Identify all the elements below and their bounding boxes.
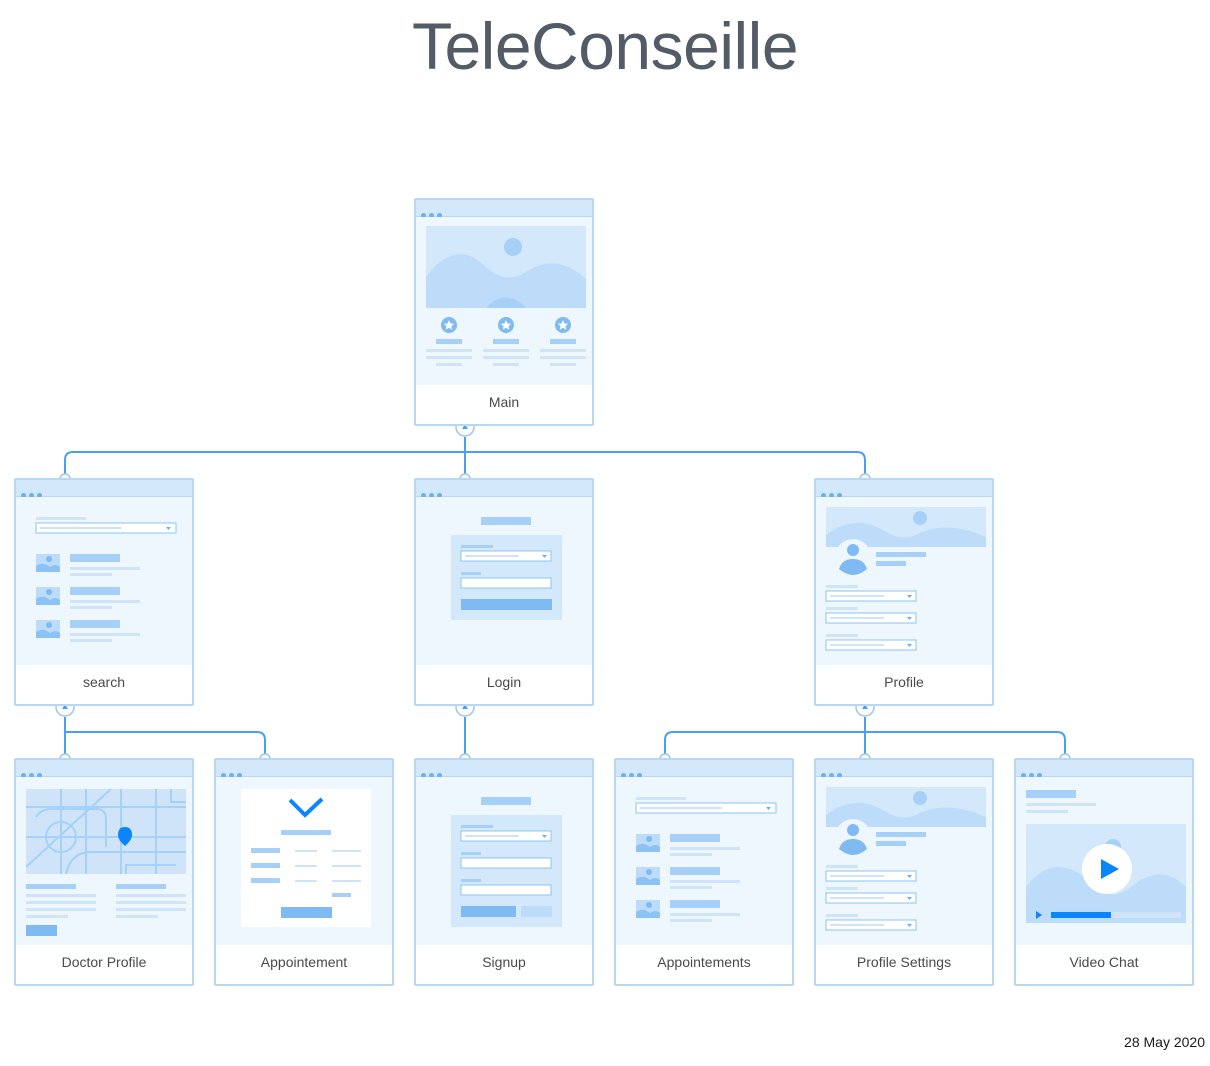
landing-wireframe: [416, 217, 592, 385]
window-dots-icon: [21, 485, 45, 503]
diagram-title: TeleConseille: [411, 9, 799, 83]
window-dots-icon: [821, 485, 845, 503]
node-label: Main: [488, 394, 520, 410]
node-login[interactable]: Login: [414, 478, 594, 706]
node-label: Appointement: [260, 954, 348, 970]
node-label: Video Chat: [1069, 954, 1139, 970]
window-dots-icon: [221, 765, 245, 783]
list-wireframe: [16, 497, 192, 665]
edge-search-appointement: [65, 731, 266, 758]
node-label: Doctor Profile: [61, 954, 147, 970]
date-stamp: 28 May 2020: [1124, 1034, 1205, 1050]
node-appointement[interactable]: Appointement: [214, 758, 394, 986]
node-profile-settings[interactable]: Profile Settings: [814, 758, 994, 986]
node-profile[interactable]: Profile: [814, 478, 994, 706]
node-label: search: [82, 674, 126, 690]
window-dots-icon: [621, 765, 645, 783]
window-dots-icon: [1021, 765, 1045, 783]
node-label: Login: [486, 674, 522, 690]
window-dots-icon: [421, 205, 445, 223]
profile-wireframe: [816, 777, 992, 945]
window-dots-icon: [821, 765, 845, 783]
node-label: Profile Settings: [856, 954, 952, 970]
node-label: Appointements: [657, 954, 751, 970]
edge-main-search: [64, 437, 466, 478]
node-video-chat[interactable]: Video Chat: [1014, 758, 1194, 986]
node-signup[interactable]: Signup: [414, 758, 594, 986]
login-form-wireframe: [416, 497, 592, 665]
node-label: Profile: [884, 674, 924, 690]
edge-main-profile: [465, 451, 866, 478]
node-main[interactable]: Main: [414, 198, 594, 426]
node-doctor-profile[interactable]: Doctor Profile: [14, 758, 194, 986]
confirmation-wireframe: [216, 777, 392, 945]
check-icon: [288, 797, 324, 818]
edge-profile-video-chat: [865, 731, 1066, 758]
node-search[interactable]: search: [14, 478, 194, 706]
node-label: Signup: [482, 954, 526, 970]
list-wireframe: [616, 777, 792, 945]
node-appointements[interactable]: Appointements: [614, 758, 794, 986]
video-wireframe: [1016, 777, 1192, 945]
signup-form-wireframe: [416, 777, 592, 945]
window-dots-icon: [421, 765, 445, 783]
map-wireframe: [16, 777, 192, 945]
edge-profile-appointements: [664, 717, 866, 758]
profile-wireframe: [816, 497, 992, 665]
window-dots-icon: [421, 485, 445, 503]
window-dots-icon: [21, 765, 45, 783]
